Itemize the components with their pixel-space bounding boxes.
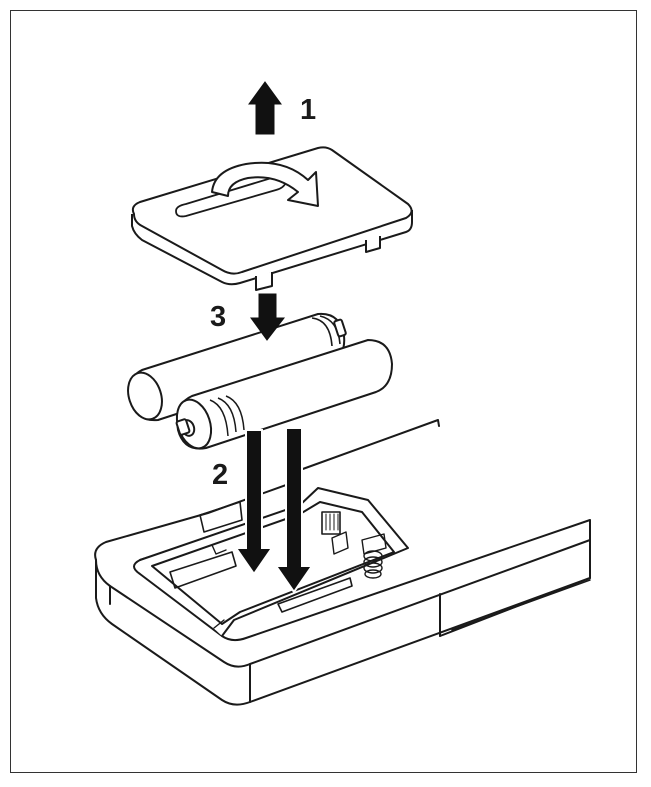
step-label-3: 3	[210, 301, 226, 333]
arrow-step-3-down	[250, 293, 286, 341]
arrows-step-2-insert	[234, 427, 314, 594]
cover-tab-left	[255, 272, 273, 291]
battery-front	[175, 339, 393, 450]
step-label-2: 2	[212, 459, 228, 491]
remote-back-edge	[299, 419, 440, 471]
battery-cover	[131, 146, 413, 291]
cover-top-face	[131, 146, 413, 275]
slide-direction-arrow	[211, 161, 319, 207]
compartment-well	[151, 501, 395, 625]
arrow-step-2-right	[274, 427, 314, 594]
step-label-1: 1	[300, 94, 316, 126]
arrow-step-2-left	[234, 429, 274, 576]
terminal-contact-upper	[321, 511, 341, 535]
battery-back-end	[127, 371, 163, 421]
cover-tab-right	[365, 236, 381, 253]
arrow-step-1-up	[248, 81, 282, 135]
remote-front-face	[95, 539, 591, 706]
terminal-spring	[361, 533, 387, 579]
